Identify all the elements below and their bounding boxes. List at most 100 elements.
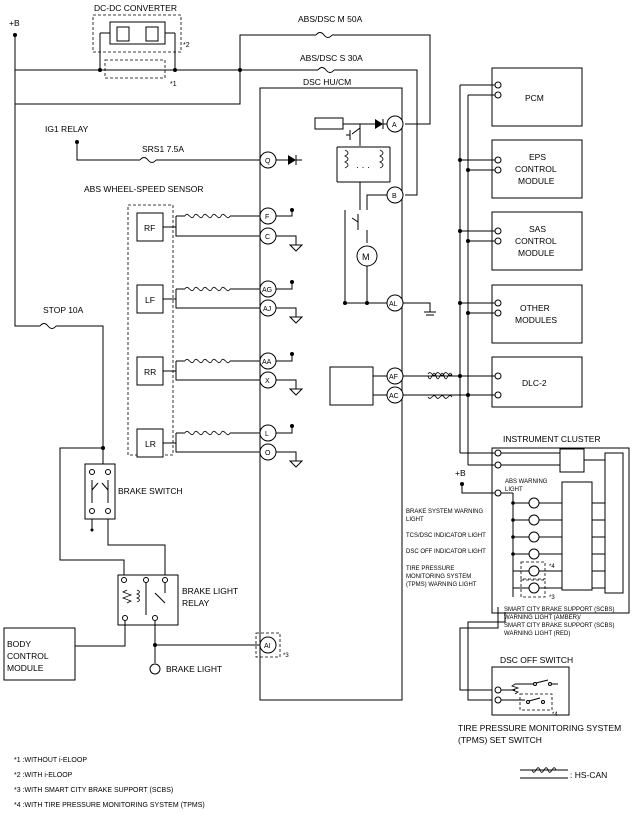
svg-text:C: C [265, 234, 270, 241]
other-modules [491, 284, 583, 344]
scbs-lamp [528, 582, 540, 594]
relay-coil [314, 117, 344, 130]
abs-sensor-outline [127, 204, 174, 456]
stop-fuse-label: STOP 10A [43, 305, 84, 315]
svg-text:CONTROL: CONTROL [515, 236, 557, 246]
svg-text:O: O [265, 450, 271, 457]
tpms-switch-label-2: (TPMS) SET SWITCH [458, 735, 542, 745]
dsc-off-switch [491, 666, 570, 716]
svg-text:Q: Q [265, 158, 271, 165]
srs1-fuse [139, 157, 157, 163]
pump-motor-label: M [362, 252, 370, 262]
svg-text:LIGHT: LIGHT [505, 487, 523, 493]
brake-light-label: BRAKE LIGHT [166, 664, 222, 674]
svg-text:MODULES: MODULES [515, 315, 557, 325]
svg-text:AG: AG [262, 287, 272, 294]
brake-light-relay-label-2: RELAY [182, 598, 210, 608]
pcm-module [491, 67, 583, 127]
svg-text:WARNING LIGHT (RED): WARNING LIGHT (RED) [504, 631, 570, 637]
svg-text:SMART CITY BRAKE SUPPORT (SCBS: SMART CITY BRAKE SUPPORT (SCBS) [504, 607, 614, 613]
svg-text:X: X [265, 378, 270, 385]
svg-text:LF: LF [145, 295, 155, 305]
terminal-ai [259, 636, 277, 654]
svg-text:LIGHT: LIGHT [406, 517, 424, 523]
svg-text:*3: *3 [549, 595, 555, 601]
brake-switch-label: BRAKE SWITCH [118, 486, 183, 496]
svg-text:RF: RF [144, 223, 155, 233]
tcs-dsc-lamp [528, 531, 540, 543]
footnote-4: *4 :WITH TIRE PRESSURE MONITORING SYSTEM… [14, 802, 205, 809]
svg-text:RR: RR [144, 367, 156, 377]
svg-text:MONITORING SYSTEM: MONITORING SYSTEM [406, 574, 471, 580]
cluster-cpu [604, 452, 624, 594]
svg-text:AC: AC [389, 393, 399, 400]
footnote-2: *2 :WITH i-ELOOP [14, 772, 73, 779]
sas-module [491, 211, 583, 271]
svg-text:CONTROL: CONTROL [7, 651, 49, 661]
abs-dsc-s-fuse-label: ABS/DSC S 30A [300, 53, 363, 63]
svg-text:SMART CITY BRAKE SUPPORT (SCBS: SMART CITY BRAKE SUPPORT (SCBS) [504, 623, 614, 629]
hs-can-legend [520, 767, 568, 779]
svg-text:AJ: AJ [263, 306, 271, 313]
note1-mark: *1 [170, 81, 177, 88]
svg-text:F: F [265, 214, 269, 221]
svg-text:(TPMS) WARNING LIGHT: (TPMS) WARNING LIGHT [406, 582, 477, 588]
body-control-module [3, 627, 76, 681]
brake-system-lamp [528, 514, 540, 526]
eps-module [491, 139, 583, 199]
svg-text:SAS: SAS [529, 224, 546, 234]
svg-text:BRAKE SYSTEM WARNING: BRAKE SYSTEM WARNING [406, 509, 483, 515]
svg-text:AA: AA [262, 359, 272, 366]
dsc-off-lamp [528, 548, 540, 560]
plus-b-ic-label: +B [455, 468, 466, 478]
dsc-off-switch-label: DSC OFF SWITCH [500, 655, 573, 665]
svg-text:*3: *3 [283, 653, 289, 659]
svg-text:ABS WARNING: ABS WARNING [505, 479, 548, 485]
dsc-hucm-label: DSC HU/CM [303, 77, 351, 87]
svg-text:LR: LR [145, 439, 156, 449]
dcdc-converter-label: DC-DC CONVERTER [94, 3, 177, 13]
eloop-outline [104, 59, 166, 79]
brake-light-bulb [149, 663, 161, 675]
can-transceiver [329, 366, 374, 406]
abs-dsc-m-fuse [315, 32, 333, 38]
svg-text:WARNING LIGHT (AMBER)/: WARNING LIGHT (AMBER)/ [504, 615, 581, 621]
dcdc-converter-outline [92, 14, 182, 53]
note2-mark: *2 [183, 42, 190, 49]
svg-text:DSC OFF INDICATOR LIGHT: DSC OFF INDICATOR LIGHT [406, 549, 486, 555]
stop-fuse [39, 323, 57, 329]
plus-b-top-label: +B [9, 18, 20, 28]
tpms-switch-label-1: TIRE PRESSURE MONITORING SYSTEM [458, 723, 621, 733]
svg-text:MODULE: MODULE [7, 663, 44, 673]
svg-text:L: L [265, 431, 269, 438]
srs1-fuse-label: SRS1 7.5A [142, 144, 184, 154]
brake-light-relay-label-1: BRAKE LIGHT [182, 586, 238, 596]
svg-text:AL: AL [389, 301, 398, 308]
svg-text:OTHER: OTHER [520, 303, 550, 313]
sensor-rf [136, 212, 164, 242]
instrument-cluster-label: INSTRUMENT CLUSTER [503, 434, 601, 444]
dlc2-connector [491, 356, 583, 408]
sensor-rr [136, 356, 164, 386]
abs-sensor-label: ABS WHEEL-SPEED SENSOR [84, 184, 204, 194]
svg-text:· · ·: · · · [356, 162, 370, 172]
svg-text:*4: *4 [552, 712, 558, 718]
tpms-lamp [528, 565, 540, 577]
svg-text:MODULE: MODULE [518, 176, 555, 186]
svg-text:BODY: BODY [7, 639, 31, 649]
footnote-1: *1 :WITHOUT i-ELOOP [14, 757, 87, 764]
svg-text:AI: AI [264, 643, 271, 650]
abs-warning-lamp [528, 497, 540, 509]
abs-dsc-s-fuse [317, 67, 335, 73]
svg-text:*4: *4 [549, 564, 555, 570]
cluster-driver [561, 481, 593, 591]
svg-text:A: A [392, 122, 397, 129]
hs-can-legend-label: : HS-CAN [570, 770, 607, 780]
svg-text:TIRE PRESSURE: TIRE PRESSURE [406, 566, 454, 572]
dlc2-label: DLC-2 [522, 378, 547, 388]
footnote-3: *3 :WITH SMART CITY BRAKE SUPPORT (SCBS) [14, 787, 173, 794]
abs-dsc-m-fuse-label: ABS/DSC M 50A [298, 14, 363, 24]
svg-text:AF: AF [389, 374, 398, 381]
